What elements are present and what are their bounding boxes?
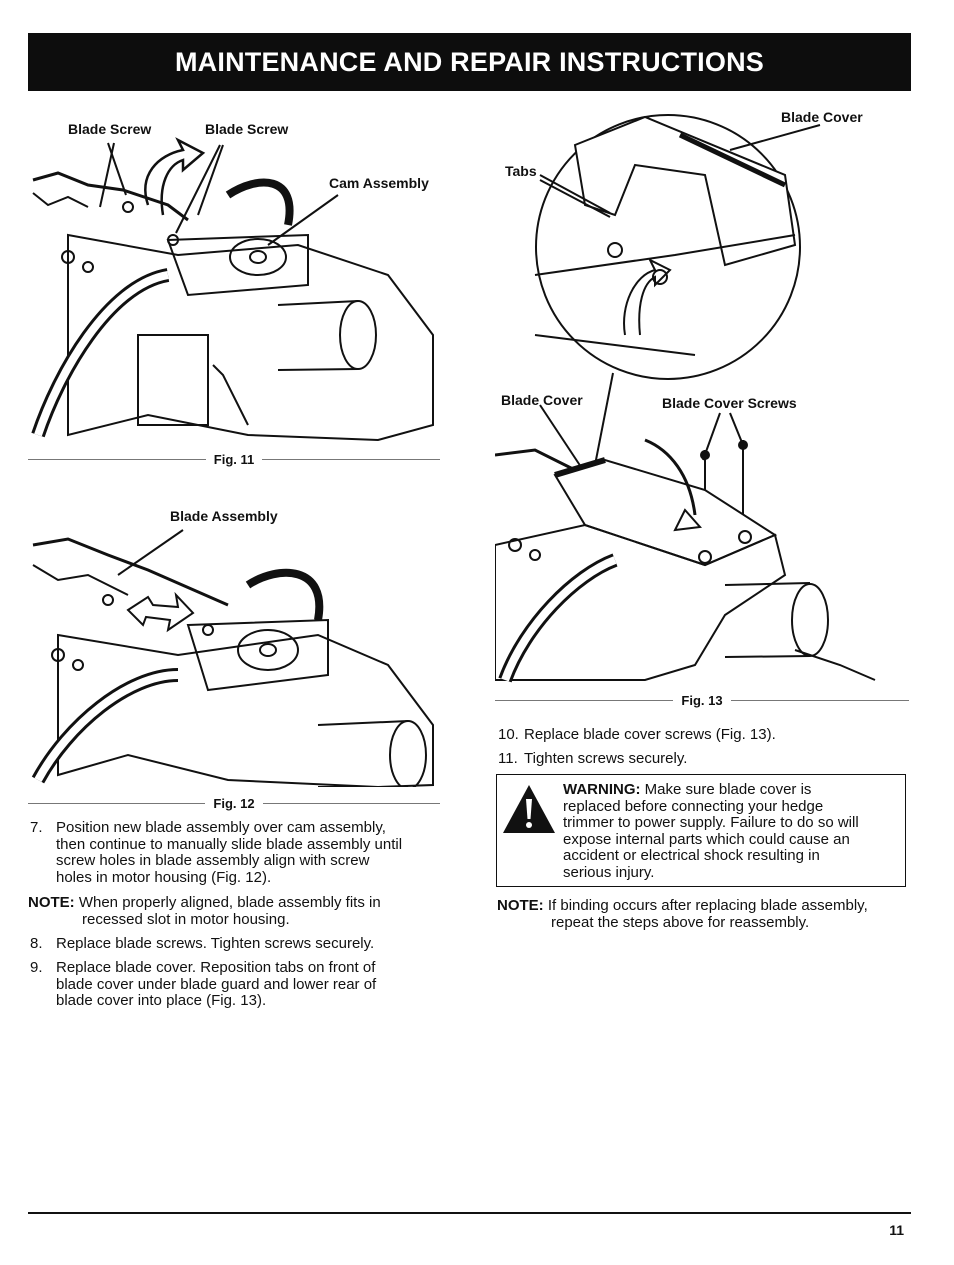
- step-number: 9.: [30, 959, 43, 976]
- footer-rule: [28, 1212, 911, 1214]
- label-blade-screw: Blade Screw: [68, 121, 152, 137]
- figure-12-illustration: [31, 529, 434, 787]
- warning-box: WARNING: Make sure blade cover is replac…: [496, 774, 906, 887]
- figure-12-caption-row: Fig. 12: [28, 795, 440, 811]
- step-9: 9. Replace blade cover. Reposition tabs …: [30, 959, 440, 1012]
- label-blade-cover-screws: Blade Cover Screws: [662, 395, 797, 411]
- step-7: 7. Position new blade assembly over cam …: [30, 819, 440, 890]
- step-11: 11. Tighten screws securely.: [498, 750, 908, 769]
- step-line: Position new blade assembly over cam ass…: [56, 819, 386, 836]
- step-number: 8.: [30, 935, 43, 952]
- figure-11-caption-row: Fig. 11: [28, 451, 440, 467]
- step-line: screw holes in blade assembly align with…: [56, 852, 370, 869]
- label-cam-assembly: Cam Assembly: [329, 175, 429, 191]
- warning-line: replaced before connecting your hedge: [563, 797, 824, 815]
- label-blade-cover: Blade Cover: [501, 392, 583, 408]
- warning-line: Make sure blade cover is: [644, 781, 812, 798]
- note-label: NOTE:: [28, 894, 75, 911]
- step-number: 10.: [498, 726, 519, 743]
- figure-caption: Fig. 12: [213, 795, 255, 811]
- step-10: 10. Replace blade cover screws (Fig. 13)…: [498, 726, 908, 745]
- warning-text: WARNING: Make sure blade cover is replac…: [563, 781, 903, 881]
- caption-rule: [28, 802, 206, 804]
- warning-line: accident or electrical shock resulting i…: [563, 847, 820, 864]
- caption-rule: [495, 699, 674, 701]
- step-line: holes in motor housing (Fig. 12).: [56, 868, 272, 886]
- figure-caption: Fig. 11: [213, 451, 255, 467]
- caption-rule: [28, 458, 206, 460]
- page-title: MAINTENANCE AND REPAIR INSTRUCTIONS: [174, 46, 764, 77]
- page-number: 11: [889, 1222, 904, 1238]
- warning-line: trimmer to power supply. Failure to do s…: [563, 814, 859, 831]
- note-line: recessed slot in motor housing.: [82, 910, 290, 928]
- step-line: Tighten screws securely.: [524, 750, 688, 767]
- note-line: When properly aligned, blade assembly fi…: [78, 894, 381, 911]
- label-blade-assembly: Blade Assembly: [170, 508, 278, 524]
- step-line: Replace blade cover. Reposition tabs on …: [56, 959, 376, 976]
- step-line: blade cover into place (Fig. 13).: [56, 992, 267, 1009]
- step-line: blade cover under blade guard and lower …: [56, 975, 377, 993]
- label-tabs: Tabs: [505, 163, 537, 179]
- step-line: Replace blade screws. Tighten screws sec…: [56, 935, 375, 952]
- warning-line: serious injury.: [563, 863, 655, 881]
- warning-line: expose internal parts which could cause …: [563, 830, 850, 848]
- step-8: 8. Replace blade screws. Tighten screws …: [30, 935, 440, 954]
- caption-rule: [262, 458, 440, 460]
- caption-rule: [262, 802, 440, 804]
- caption-rule: [730, 699, 909, 701]
- note-label: NOTE:: [497, 897, 544, 914]
- figure-13-illustration: [495, 114, 876, 683]
- figure-13-caption-row: Fig. 13: [495, 692, 909, 708]
- step-number: 11.: [498, 750, 518, 767]
- note-line: If binding occurs after replacing blade …: [547, 897, 868, 914]
- label-blade-screw: Blade Screw: [205, 121, 289, 137]
- label-blade-cover: Blade Cover: [781, 109, 863, 125]
- step-line: Replace blade cover screws (Fig. 13).: [524, 726, 776, 743]
- note-alignment: NOTE: When properly aligned, blade assem…: [28, 894, 440, 928]
- note-binding: NOTE: If binding occurs after replacing …: [497, 897, 909, 931]
- figure-caption: Fig. 13: [681, 692, 723, 708]
- page-title-banner: MAINTENANCE AND REPAIR INSTRUCTIONS: [28, 33, 911, 91]
- step-number: 7.: [30, 819, 43, 836]
- warning-label: WARNING:: [563, 781, 641, 798]
- figure-11-illustration: [31, 137, 434, 442]
- warning-triangle-icon: [503, 785, 555, 833]
- step-line: then continue to manually slide blade as…: [56, 835, 403, 853]
- note-line: repeat the steps above for reassembly.: [551, 913, 810, 931]
